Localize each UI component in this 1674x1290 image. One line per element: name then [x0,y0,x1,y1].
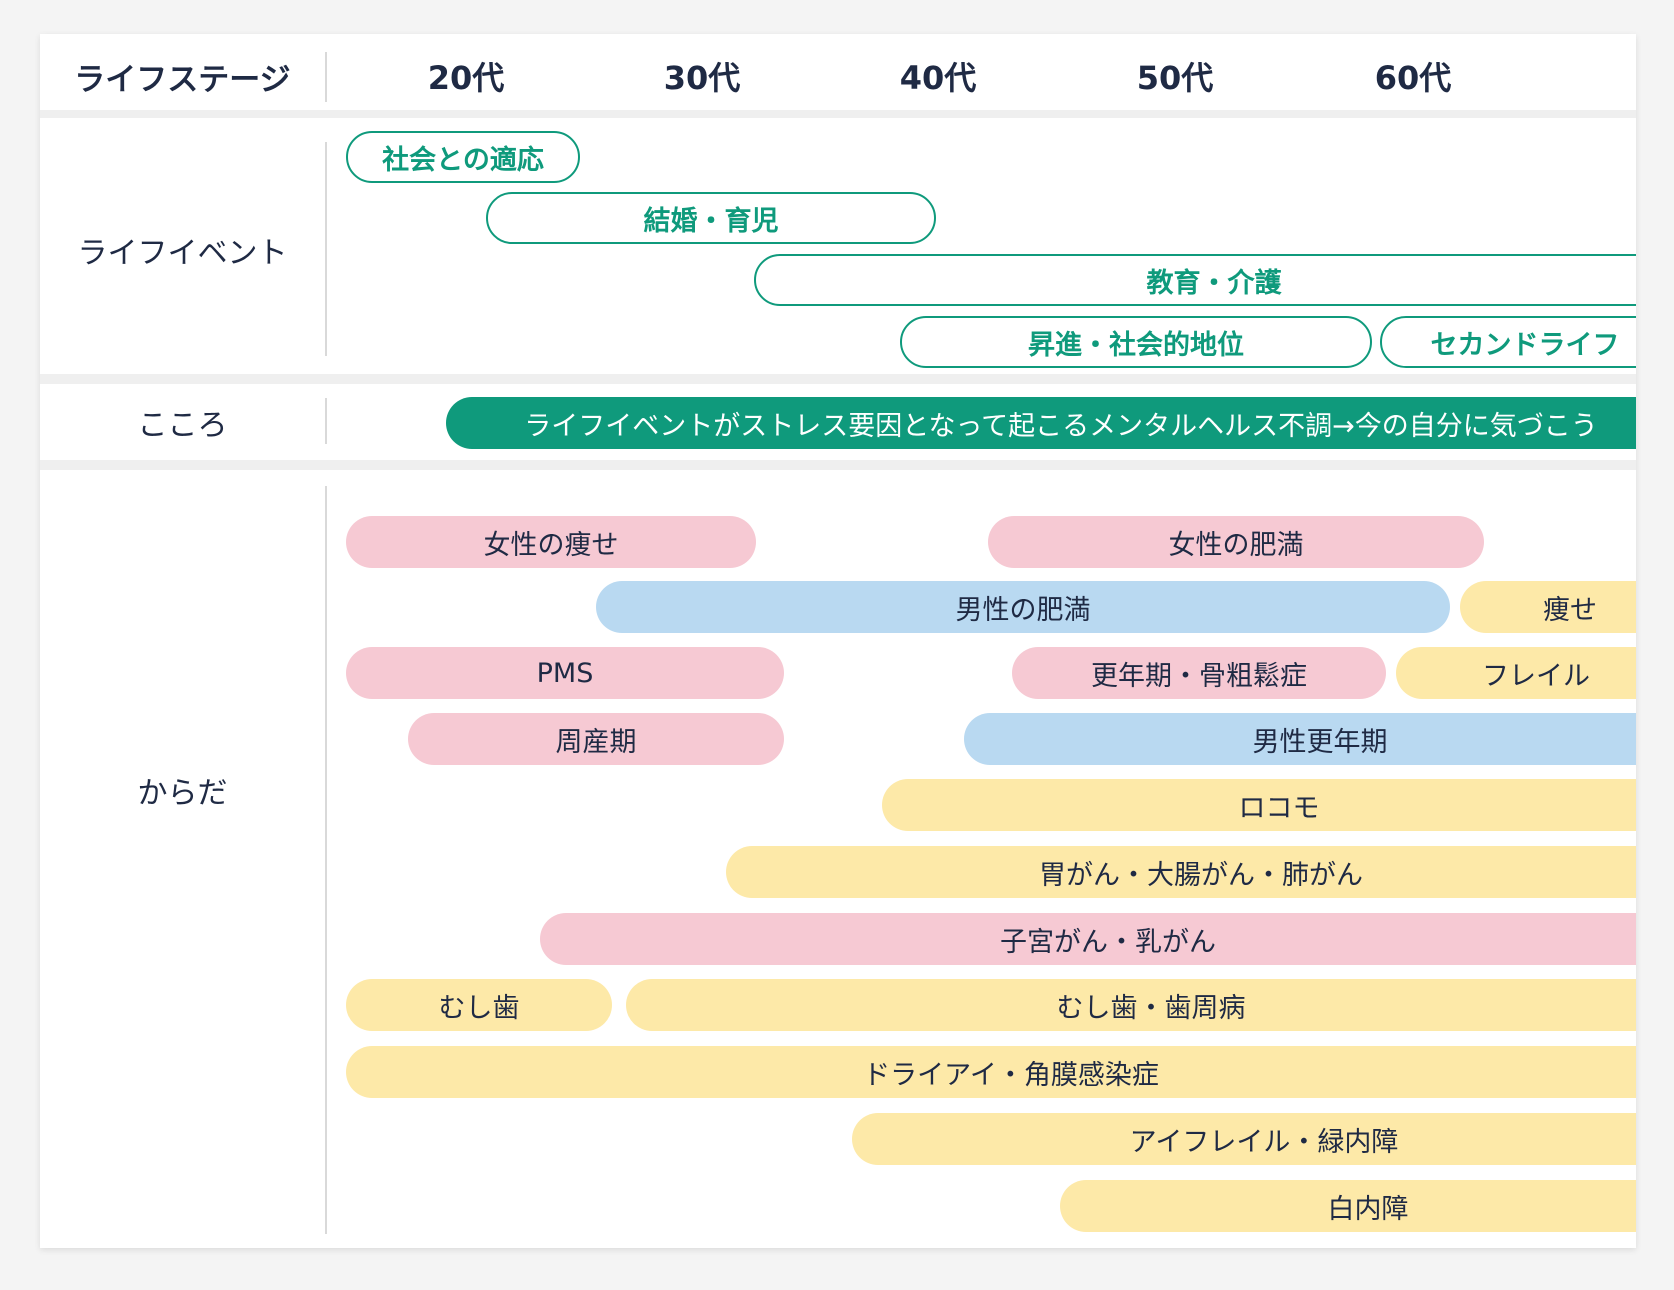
condition-bar: 子宮がん・乳がん [540,913,1636,965]
life-event-bar: 結婚・育児 [486,192,936,244]
decade-50s: 50代 [1136,59,1214,97]
condition-bar: 男性更年期 [964,713,1636,765]
condition-bar: アイフレイル・緑内障 [852,1113,1636,1165]
condition-bar: 周産期 [408,713,784,765]
separator-band [40,374,1636,384]
decade-60s: 60代 [1374,59,1452,97]
torn-edge-decoration [1656,0,1674,1290]
decade-20s: 20代 [427,59,505,97]
mental-health-bar: ライフイベントがストレス要因となって起こるメンタルヘルス不調→今の自分に気づこう [446,397,1636,449]
condition-bar: ドライアイ・角膜感染症 [346,1046,1636,1098]
divider-line [325,142,327,356]
row-label-life-event: ライフイベント [77,236,288,271]
condition-bar: ロコモ [882,779,1636,831]
condition-bar: フレイル [1396,647,1636,699]
condition-bar: 痩せ [1460,581,1636,633]
decade-30s: 30代 [663,59,741,97]
life-event-bar: 教育・介護 [754,254,1636,306]
condition-bar: 更年期・骨粗鬆症 [1012,647,1386,699]
separator-band [40,110,1636,118]
divider-line [325,52,327,102]
life-event-bar: 昇進・社会的地位 [900,316,1372,368]
life-event-bar: 社会との適応 [346,131,580,183]
life-stage-header: ライフステージ [74,61,291,98]
condition-bar: 女性の痩せ [346,516,756,568]
condition-bar: 白内障 [1060,1180,1636,1232]
decade-40s: 40代 [899,59,977,97]
condition-bar: 女性の肥満 [988,516,1484,568]
life-stage-chart: ライフステージ 20代 30代 40代 50代 60代 ライフイベント こころ … [40,34,1636,1248]
row-label-kokoro: こころ [137,408,228,443]
condition-bar: むし歯・歯周病 [626,979,1636,1031]
divider-line [325,486,327,1234]
condition-bar: PMS [346,647,784,699]
condition-bar: むし歯 [346,979,612,1031]
condition-bar: 胃がん・大腸がん・肺がん [726,846,1636,898]
divider-line [325,398,327,444]
life-event-bar: セカンドライフ [1380,316,1636,368]
separator-band [40,460,1636,470]
row-label-karada: からだ [137,776,228,811]
condition-bar: 男性の肥満 [596,581,1450,633]
